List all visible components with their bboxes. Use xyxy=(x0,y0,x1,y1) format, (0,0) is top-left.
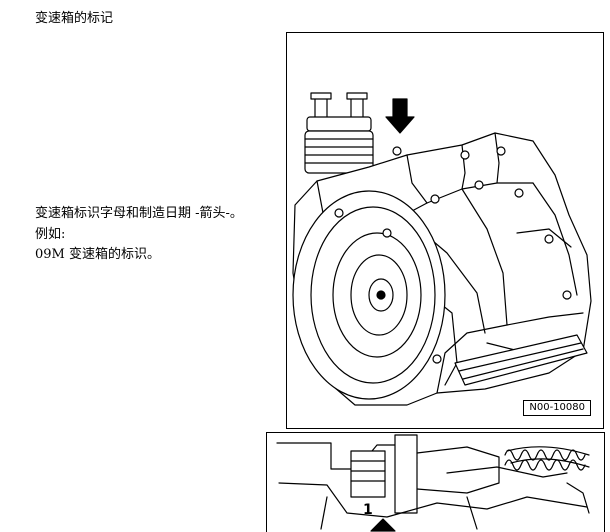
oil-pan xyxy=(454,334,588,386)
figure-code: N00-10080 xyxy=(523,400,591,416)
transmission-detail-figure: 1 xyxy=(266,432,605,532)
description-line: 变速箱标识字母和制造日期 -箭头-。 xyxy=(35,206,243,221)
transmission-detail-drawing xyxy=(276,434,590,532)
spring xyxy=(504,449,586,471)
description-example-label: 例如: xyxy=(35,227,66,242)
page-title: 变速箱的标记 xyxy=(35,11,114,26)
bell-housing xyxy=(292,190,446,400)
up-arrow-icon xyxy=(370,518,396,532)
transmission-figure: N00-10080 xyxy=(286,32,604,429)
description-example: 09M 变速箱的标识。 xyxy=(35,247,160,262)
oil-cooler xyxy=(304,92,374,174)
transmission-drawing xyxy=(292,92,592,406)
down-arrow-icon xyxy=(385,98,415,134)
callout-label: 1 xyxy=(363,502,373,518)
